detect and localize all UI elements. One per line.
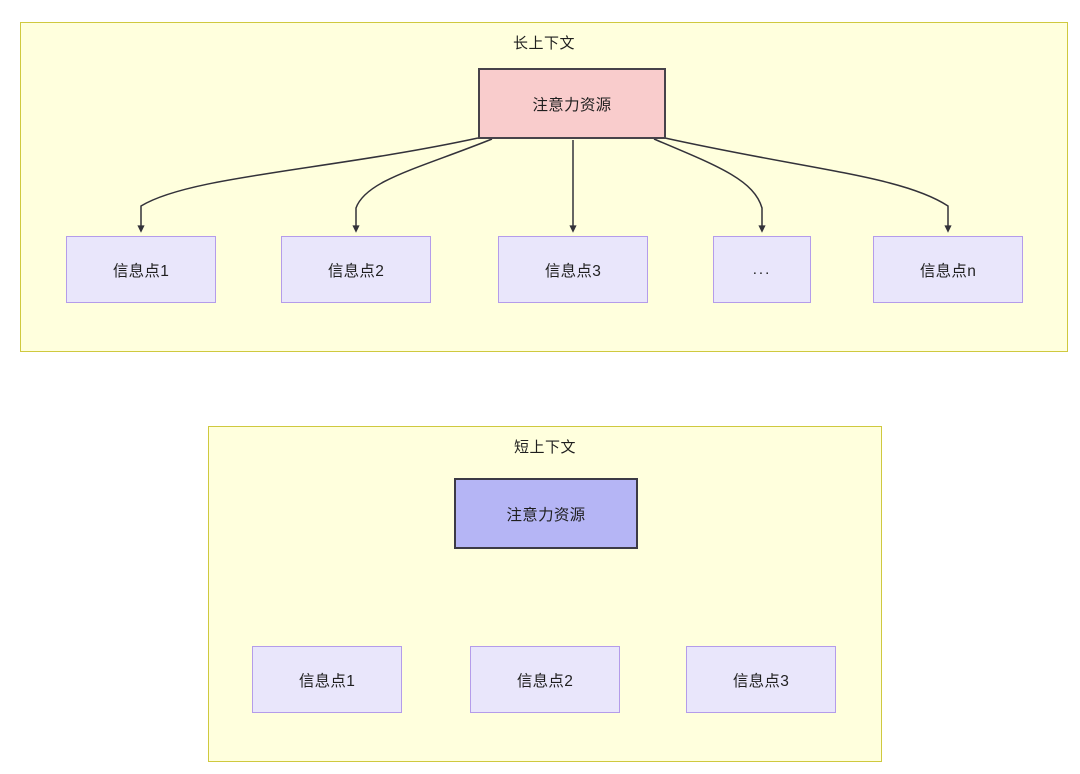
group-long-context-title: 长上下文 (512, 35, 575, 52)
node-infopoint-3-short-label: 信息点3 (732, 672, 790, 690)
node-infopoint-1-long-label: 信息点1 (112, 262, 170, 280)
node-infopoint-1-long[interactable]: 信息点1 (66, 236, 216, 303)
node-infopoint-ellipsis-long[interactable]: ... (713, 236, 811, 303)
node-attention-resource-short-label: 注意力资源 (506, 506, 586, 524)
node-attention-resource-short[interactable]: 注意力资源 (454, 478, 638, 549)
node-infopoint-1-short[interactable]: 信息点1 (252, 646, 402, 713)
node-infopoint-2-long-label: 信息点2 (327, 262, 385, 280)
node-infopoint-3-long-label: 信息点3 (544, 262, 602, 280)
group-short-context-title: 短上下文 (513, 439, 576, 456)
node-attention-resource-long[interactable]: 注意力资源 (478, 68, 666, 139)
node-infopoint-2-short-label: 信息点2 (516, 672, 574, 690)
node-infopoint-n-long-label: 信息点n (919, 262, 977, 280)
node-infopoint-3-short[interactable]: 信息点3 (686, 646, 836, 713)
node-infopoint-2-long[interactable]: 信息点2 (281, 236, 431, 303)
node-infopoint-ellipsis-long-label: ... (752, 261, 772, 278)
node-infopoint-2-short[interactable]: 信息点2 (470, 646, 620, 713)
node-infopoint-1-short-label: 信息点1 (298, 672, 356, 690)
node-attention-resource-long-label: 注意力资源 (532, 96, 612, 114)
node-infopoint-3-long[interactable]: 信息点3 (498, 236, 648, 303)
node-infopoint-n-long[interactable]: 信息点n (873, 236, 1023, 303)
